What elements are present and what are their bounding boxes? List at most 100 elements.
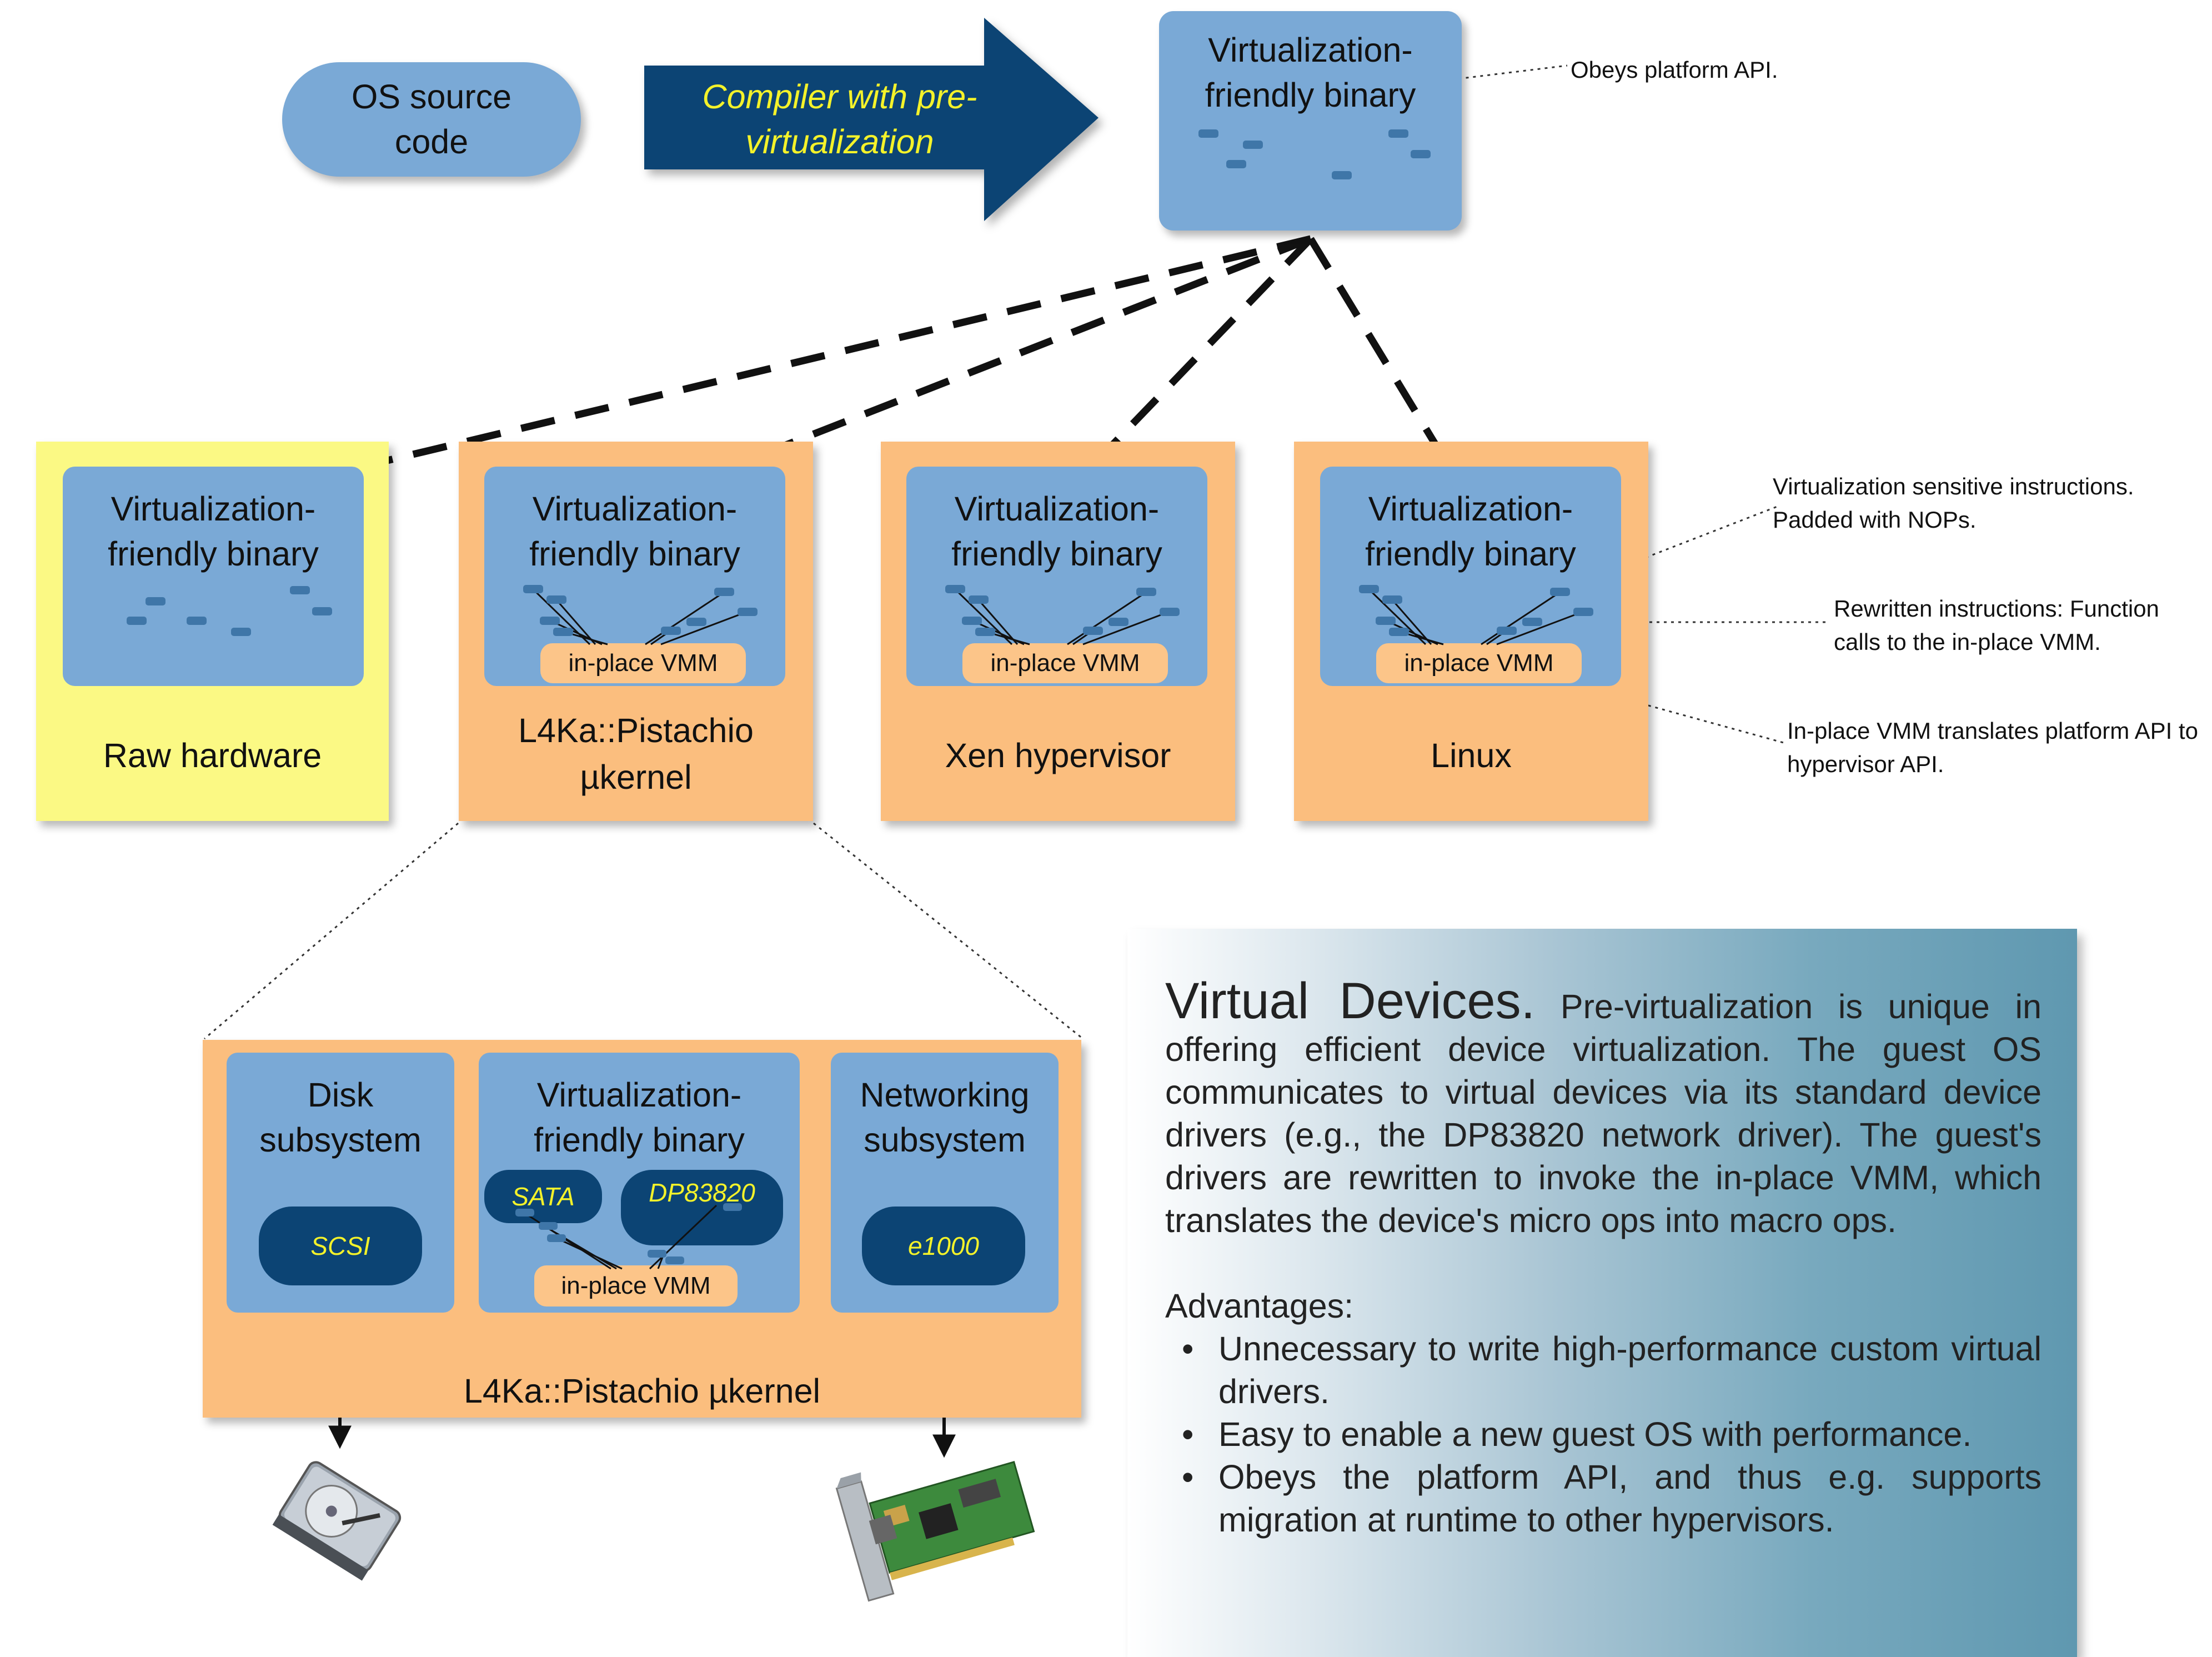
dashed-arrow-raw bbox=[305, 235, 1312, 488]
detail-binary-label: Virtualization-friendly binary bbox=[534, 1076, 745, 1159]
instruction-mark bbox=[539, 1222, 558, 1230]
xen-label: Xen hypervisor bbox=[945, 737, 1171, 774]
zoom-line-left bbox=[204, 822, 459, 1040]
l4ka-vmm: in-place VMM bbox=[540, 643, 746, 683]
sata-node: SATA bbox=[484, 1170, 602, 1223]
vmm-wire bbox=[1067, 591, 1147, 645]
panel-body: Pre-virtualization is unique in offering… bbox=[1165, 988, 2042, 1239]
bullet: • bbox=[1182, 1458, 1194, 1496]
instruction-mark bbox=[1332, 171, 1352, 179]
vmm-mark-group bbox=[523, 585, 1593, 636]
detail-wire bbox=[555, 1237, 623, 1270]
dp83820-node: DP83820 bbox=[621, 1170, 783, 1245]
compiler-arrow bbox=[644, 18, 1099, 221]
instruction-mark bbox=[648, 1250, 666, 1258]
linux-label: Linux bbox=[1431, 737, 1512, 774]
network-subsystem-label: Networking subsystem bbox=[860, 1076, 1030, 1159]
linux-binary-label: Virtualization-friendly binary bbox=[1365, 490, 1576, 573]
instruction-mark bbox=[312, 607, 332, 615]
advantage-text: Obeys the platform API, and thus e.g. su… bbox=[1218, 1458, 2042, 1539]
instruction-mark bbox=[969, 595, 989, 604]
hard-disk-icon bbox=[272, 1461, 402, 1581]
raw-binary-label: Virtualization-friendly binary bbox=[108, 490, 319, 573]
panel-heading: Virtual Devices. bbox=[1165, 973, 1536, 1029]
instruction-mark bbox=[1108, 618, 1128, 626]
instruction-mark bbox=[231, 628, 251, 636]
xen-vmm: in-place VMM bbox=[962, 643, 1168, 683]
instruction-mark bbox=[1226, 160, 1246, 168]
disk-subsystem-label: Disk subsystem bbox=[259, 1076, 422, 1159]
virtual-devices-panel: Virtual Devices. Pre-virtualization is u… bbox=[1127, 929, 2077, 1657]
bullet: • bbox=[1182, 1415, 1194, 1453]
instruction-mark bbox=[523, 585, 543, 593]
annotation-rewritten: Rewritten instructions: Function calls t… bbox=[1834, 595, 2159, 655]
detail-vmm: in-place VMM bbox=[534, 1265, 738, 1306]
instruction-mark bbox=[290, 586, 310, 594]
network-card-icon bbox=[835, 1461, 1035, 1602]
instruction-mark bbox=[714, 588, 734, 596]
vmm-wire bbox=[1481, 591, 1561, 645]
e1000-label: e1000 bbox=[908, 1232, 979, 1260]
detail-wire bbox=[649, 1204, 718, 1270]
vmm-wire bbox=[645, 591, 725, 645]
instruction-mark bbox=[1522, 618, 1542, 626]
detail-kernel-label: L4Ka::Pistachio µkernel bbox=[463, 1372, 821, 1410]
instruction-mark bbox=[975, 628, 995, 636]
raw-binary-node: Virtualization-friendly binary bbox=[63, 467, 364, 686]
annotation-translates: In-place VMM translates platform API to … bbox=[1787, 718, 2198, 777]
bullet: • bbox=[1182, 1330, 1194, 1368]
instruction-mark bbox=[1083, 627, 1103, 635]
compiler-label: Compiler with pre-virtualization bbox=[702, 78, 977, 161]
instruction-mark bbox=[1198, 129, 1218, 138]
xen-binary-label: Virtualization-friendly binary bbox=[951, 490, 1162, 573]
l4ka-binary-label: Virtualization-friendly binary bbox=[529, 490, 740, 573]
vmm-wire bbox=[977, 599, 1019, 645]
linux-vmm: in-place VMM bbox=[1376, 643, 1582, 683]
instruction-mark bbox=[1550, 588, 1570, 596]
instruction-mark bbox=[546, 595, 566, 604]
panel-paragraph: Virtual Devices. Pre-virtualization is u… bbox=[1165, 975, 2042, 1242]
instruction-mark bbox=[1411, 150, 1431, 158]
instruction-mark bbox=[146, 597, 165, 605]
detail-wire bbox=[546, 1227, 617, 1270]
sata-label: SATA bbox=[511, 1182, 575, 1211]
instruction-mark bbox=[1388, 129, 1408, 138]
instruction-mark bbox=[945, 585, 965, 593]
e1000-node: e1000 bbox=[862, 1207, 1025, 1285]
instruction-mark bbox=[1160, 608, 1180, 616]
instruction-mark bbox=[1359, 585, 1379, 593]
raw-hardware-label: Raw hardware bbox=[103, 737, 322, 774]
vmm-wire bbox=[1082, 610, 1170, 645]
instruction-mark bbox=[1497, 627, 1517, 635]
advantages-title: Advantages: bbox=[1165, 1287, 1354, 1325]
scsi-label: SCSI bbox=[310, 1232, 370, 1260]
instruction-mark bbox=[540, 617, 560, 625]
panel-spacer bbox=[1165, 1242, 2042, 1285]
instruction-mark bbox=[127, 617, 147, 625]
annotation-sensitive: Virtualization sensitive instructions. P… bbox=[1773, 473, 2134, 533]
instruction-mark bbox=[661, 627, 681, 635]
dashed-arrow-linux bbox=[1307, 237, 1456, 477]
instruction-mark bbox=[515, 1209, 534, 1217]
advantage-item: •Unnecessary to write high-performance c… bbox=[1165, 1328, 2042, 1413]
compiler-node: Compiler with pre-virtualization bbox=[679, 72, 1001, 167]
advantage-text: Easy to enable a new guest OS with perfo… bbox=[1218, 1415, 1972, 1453]
l4ka-label: L4Ka::Pistachio µkernel bbox=[518, 712, 754, 796]
os-source-node: OS source code bbox=[282, 62, 581, 177]
top-binary-label: Virtualization-friendly binary bbox=[1205, 31, 1416, 114]
instruction-mark bbox=[962, 617, 982, 625]
instruction-mark bbox=[553, 628, 573, 636]
instruction-mark bbox=[187, 617, 207, 625]
dp83820-label: DP83820 bbox=[649, 1178, 755, 1207]
vmm-wire bbox=[555, 599, 596, 645]
instruction-mark bbox=[686, 618, 706, 626]
vmm-wire bbox=[1391, 599, 1432, 645]
instruction-mark bbox=[1382, 595, 1402, 604]
vmm-wire-group bbox=[532, 588, 1584, 645]
advantage-item: • Obeys the platform API, and thus e.g. s… bbox=[1165, 1456, 2042, 1541]
advantages-list: •Unnecessary to write high-performance c… bbox=[1165, 1328, 2042, 1541]
instruction-mark bbox=[547, 1234, 566, 1242]
top-binary-node: Virtualization-friendly binary bbox=[1159, 11, 1462, 231]
os-source-label: OS source code bbox=[351, 78, 512, 161]
